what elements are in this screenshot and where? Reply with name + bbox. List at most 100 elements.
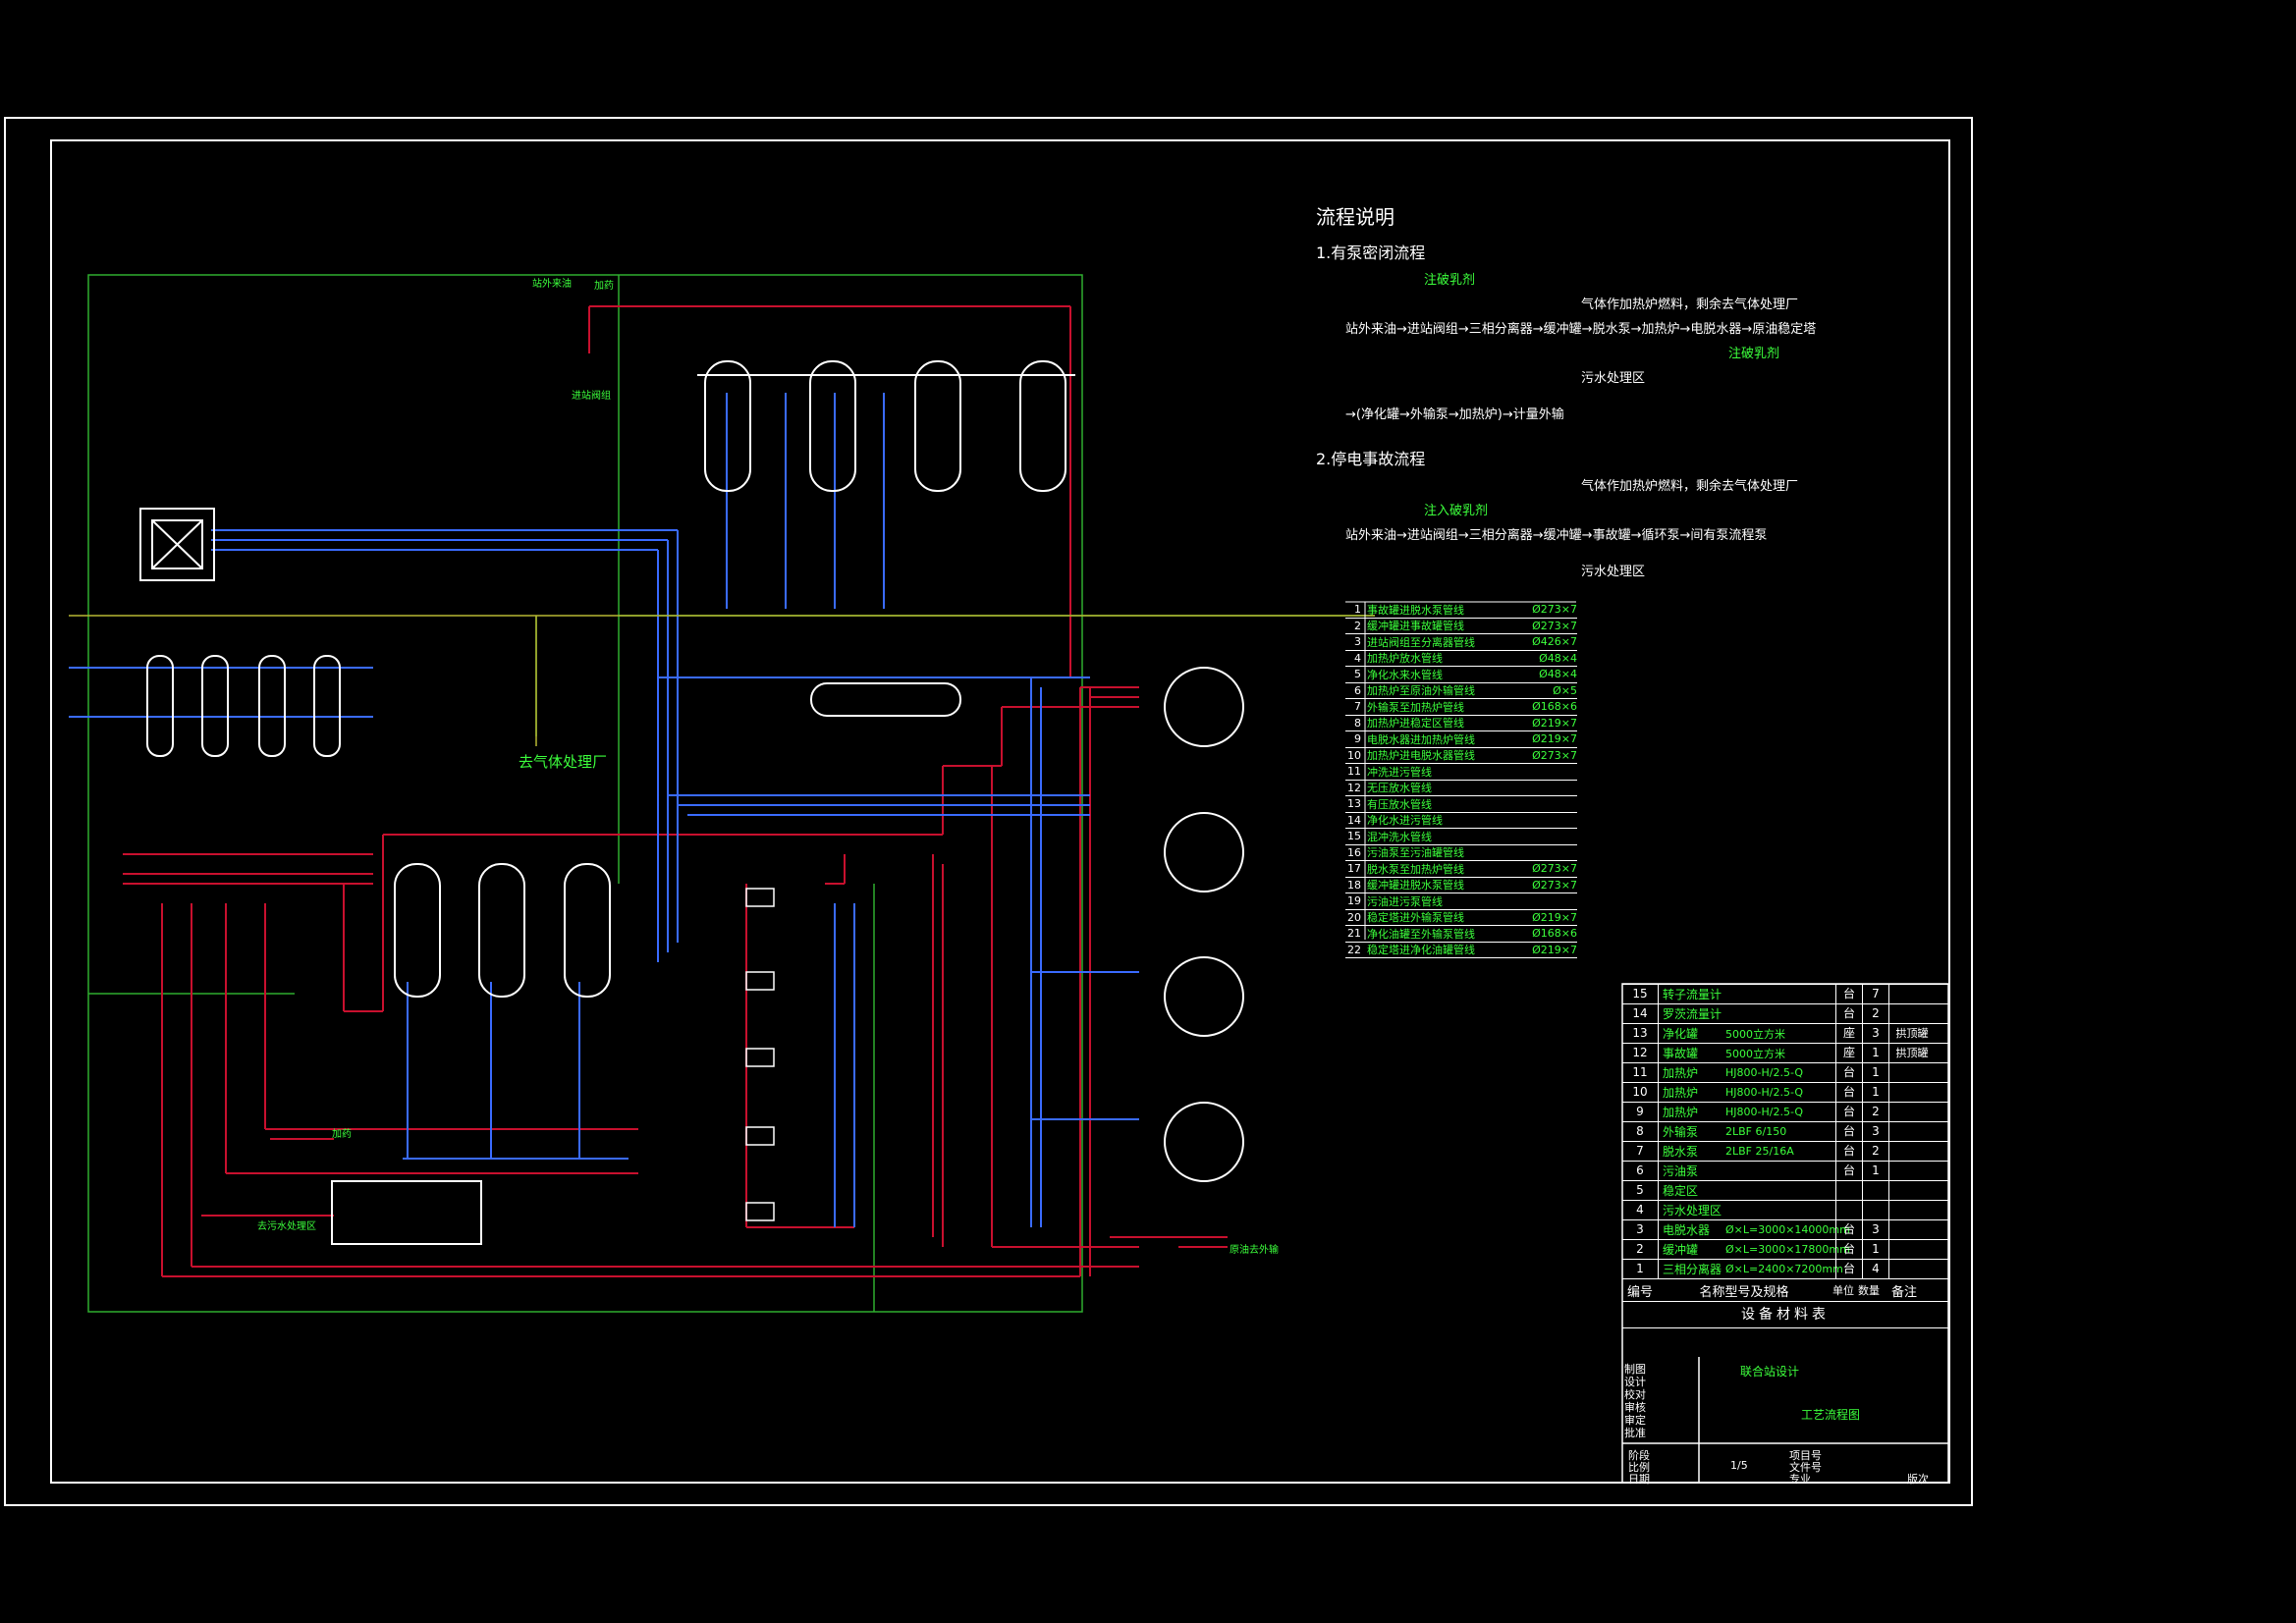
equipment-qty: 1: [1862, 1162, 1888, 1180]
head-remark: 备注: [1890, 1284, 1917, 1300]
equipment-remark: [1888, 985, 1935, 1003]
pipe-line-name: 无压放水管线: [1367, 782, 1432, 795]
pipe-line-no: 15: [1347, 830, 1361, 843]
pipe-line-size: Ø426×7: [1532, 635, 1577, 649]
label-gas-plant: 去气体处理厂: [519, 753, 608, 771]
title-block: 制图设计校对审核审定批准 联合站设计 工艺流程图 阶段比例日期项目号文件号专业版…: [1622, 1357, 1948, 1486]
pipe-line-no: 1: [1354, 603, 1361, 617]
equipment-qty: 1: [1862, 1240, 1888, 1259]
pipe-line-size: Ø273×7: [1532, 862, 1577, 876]
storage-tanks: [1164, 667, 1244, 1182]
equipment-spec: 5000立方米: [1725, 1047, 1785, 1060]
section1-branch-water: 污水处理区: [1581, 371, 1646, 386]
equipment-unit: 台: [1835, 1240, 1862, 1259]
equipment-spec: 2LBF 6/150: [1725, 1125, 1787, 1138]
section2-branch-water: 污水处理区: [1581, 565, 1646, 579]
pipe-line-no: 22: [1347, 943, 1361, 956]
pipe-line-name: 有压放水管线: [1367, 797, 1432, 811]
equipment-spec: Ø×L=2400×7200mm: [1725, 1263, 1843, 1275]
pipe-line-no: 12: [1347, 781, 1361, 794]
equipment-name: 罗茨流量计: [1663, 1007, 1722, 1021]
pipe-line-name: 脱水泵至加热炉管线: [1367, 862, 1464, 876]
title-field: 阶段: [1628, 1449, 1650, 1462]
section2-branch-gas: 气体作加热炉燃料，剩余去气体处理厂: [1581, 479, 1799, 494]
equipment-qty: [1862, 1181, 1888, 1200]
pipe-line-name: 净化油罐至外输泵管线: [1367, 927, 1475, 941]
equipment-remark: [1888, 1122, 1935, 1141]
equipment-unit: 台: [1835, 1063, 1862, 1082]
drawing-name: 工艺流程图: [1801, 1408, 1861, 1422]
section2-line: 站外来油→进站阀组→三相分离器→缓冲罐→事故罐→循环泵→间有泵流程泵: [1345, 528, 1768, 543]
equipment-no: 14: [1622, 1004, 1659, 1023]
pipe-line-size: Ø219×7: [1532, 716, 1577, 730]
pipe-line-name: 污油进污泵管线: [1367, 894, 1443, 908]
heaters: [146, 655, 341, 757]
equipment-spec: Ø×L=3000×14000mm: [1725, 1223, 1850, 1236]
pipe-table-grid: [1345, 601, 1576, 940]
pipe-line-name: 缓冲罐进事故罐管线: [1367, 620, 1464, 633]
pipe-line-no: 8: [1354, 716, 1361, 730]
pipe-line-name: 净化水来水管线: [1367, 668, 1443, 681]
equipment-no: 7: [1622, 1142, 1659, 1161]
equipment-qty: 1: [1862, 1063, 1888, 1082]
pipe-line-no: 2: [1354, 619, 1361, 632]
pipe-line-no: 6: [1354, 683, 1361, 697]
pumps: [745, 888, 775, 1221]
head-no: 编号: [1626, 1284, 1653, 1300]
title-field: 比例: [1628, 1461, 1650, 1474]
title-role: 设计: [1624, 1376, 1646, 1388]
pipe-line-name: 稳定塔进外输泵管线: [1367, 911, 1464, 925]
pipe-line-no: 20: [1347, 910, 1361, 924]
equipment-no: 12: [1622, 1044, 1659, 1062]
pipe-line-size: Ø273×7: [1532, 619, 1577, 632]
pipe-line-size: Ø48×4: [1539, 651, 1577, 665]
flow-notes-title: 流程说明: [1316, 205, 1394, 229]
equipment-unit: 座: [1835, 1044, 1862, 1062]
equipment-remark: [1888, 1004, 1935, 1023]
equipment-remark: [1888, 1063, 1935, 1082]
equipment-no: 13: [1622, 1024, 1659, 1043]
project-name: 联合站设计: [1740, 1365, 1800, 1379]
label-dosing: 加药: [332, 1129, 352, 1140]
pipe-line-size: Ø219×7: [1532, 943, 1577, 956]
equipment-no: 9: [1622, 1103, 1659, 1121]
pipe-line-no: 5: [1354, 668, 1361, 681]
equipment-unit: 台: [1835, 1103, 1862, 1121]
pipe-line-name: 加热炉至原油外输管线: [1367, 684, 1475, 698]
equipment-name: 脱水泵: [1663, 1145, 1699, 1159]
section1-line: 站外来油→进站阀组→三相分离器→缓冲罐→脱水泵→加热炉→电脱水器→原油稳定塔: [1345, 322, 1817, 337]
equipment-name: 污水处理区: [1663, 1204, 1722, 1217]
pipe-line-no: 21: [1347, 927, 1361, 941]
equipment-qty: 2: [1862, 1103, 1888, 1121]
equipment-name: 电脱水器: [1663, 1223, 1711, 1237]
section1-branch-gas: 气体作加热炉燃料，剩余去气体处理厂: [1581, 298, 1799, 312]
flow-notes: 流程说明 1.有泵密闭流程 注破乳剂 气体作加热炉燃料，剩余去气体处理厂 站外来…: [1316, 201, 1866, 579]
pipe-line-name: 净化水进污管线: [1367, 814, 1443, 828]
equipment-qty: 1: [1862, 1083, 1888, 1102]
equipment-remark: [1888, 1162, 1935, 1180]
equipment-qty: 3: [1862, 1220, 1888, 1239]
title-field: 项目号: [1789, 1449, 1822, 1462]
title-field: 日期: [1628, 1473, 1650, 1486]
equipment-unit: 台: [1835, 1004, 1862, 1023]
pipe-line-size: Ø168×6: [1532, 700, 1577, 714]
equipment-unit: 台: [1835, 1083, 1862, 1102]
pipe-line-size: Ø219×7: [1532, 732, 1577, 746]
three-phase-separators: [697, 360, 1075, 492]
title-role: 审定: [1624, 1414, 1646, 1427]
